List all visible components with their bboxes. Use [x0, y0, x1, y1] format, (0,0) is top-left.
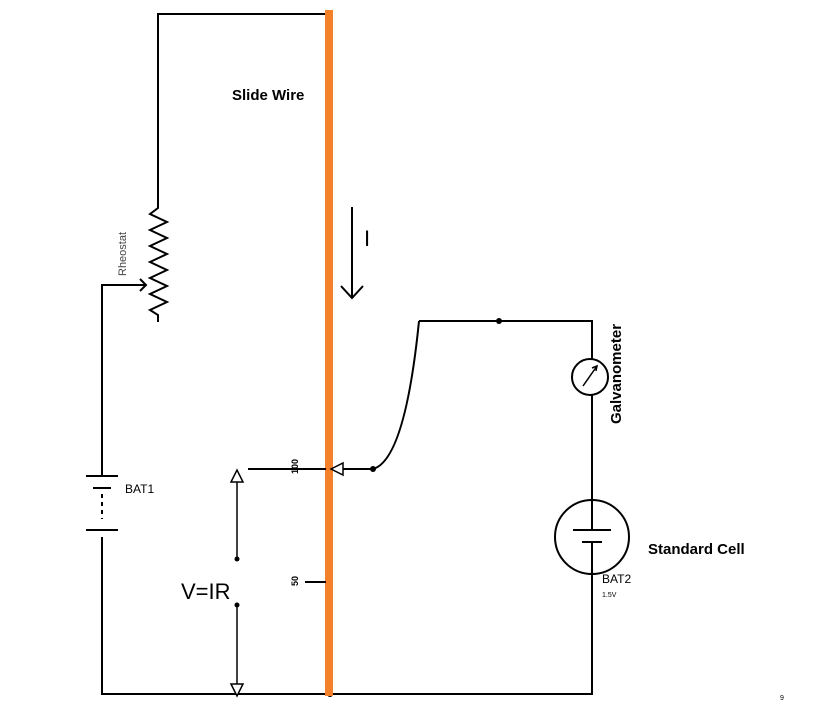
jockey-contact-arrowhead — [329, 461, 344, 477]
tick-50-label: 50 — [290, 576, 300, 586]
current-arrow-head — [340, 285, 364, 300]
galvanometer-needle-tip — [591, 364, 599, 372]
bat1-label: BAT1 — [125, 482, 154, 496]
corner-mark: 9 — [780, 695, 784, 702]
dimension-down-arrowhead — [229, 683, 245, 698]
galvanometer — [571, 358, 609, 396]
junction-dot-jockey — [370, 466, 376, 472]
top-wire — [157, 13, 330, 195]
main-circuit-wires — [101, 13, 593, 695]
dimension-dot-lower — [234, 602, 240, 608]
rheostat-label: Rheostat — [117, 232, 129, 276]
voltage-dimension-arrow — [229, 468, 245, 698]
bat1 — [86, 475, 118, 531]
rheostat: Rheostat — [117, 195, 170, 322]
dimension-dot-upper — [234, 556, 240, 562]
formula-label: V=IR — [181, 579, 231, 604]
dimension-up-arrowhead — [229, 468, 245, 483]
scale-ticks — [248, 468, 326, 583]
junction-dot-top — [496, 318, 502, 324]
slide-wire-label: Slide Wire — [232, 87, 304, 104]
rheostat-zigzag — [147, 195, 170, 322]
bat2-label: BAT2 — [602, 572, 631, 586]
rheostat-wiper-lead — [101, 284, 146, 315]
jockey-lead — [372, 320, 420, 470]
left-wire-lower — [101, 537, 330, 695]
bottom-wire-right — [330, 572, 593, 695]
tick-100-label: 100 — [290, 459, 300, 474]
galvanometer-label: Galvanometer — [608, 324, 625, 424]
current-label: I — [364, 226, 370, 251]
rheostat-wiper-arrow — [139, 278, 148, 292]
right-wire-top — [419, 320, 593, 359]
standard-cell-label: Standard Cell — [648, 541, 745, 558]
bat2-voltage-label: 1.5V — [602, 592, 617, 599]
galvanometer-needle — [582, 365, 598, 387]
current-arrow — [340, 207, 364, 300]
standard-cell — [554, 499, 630, 575]
